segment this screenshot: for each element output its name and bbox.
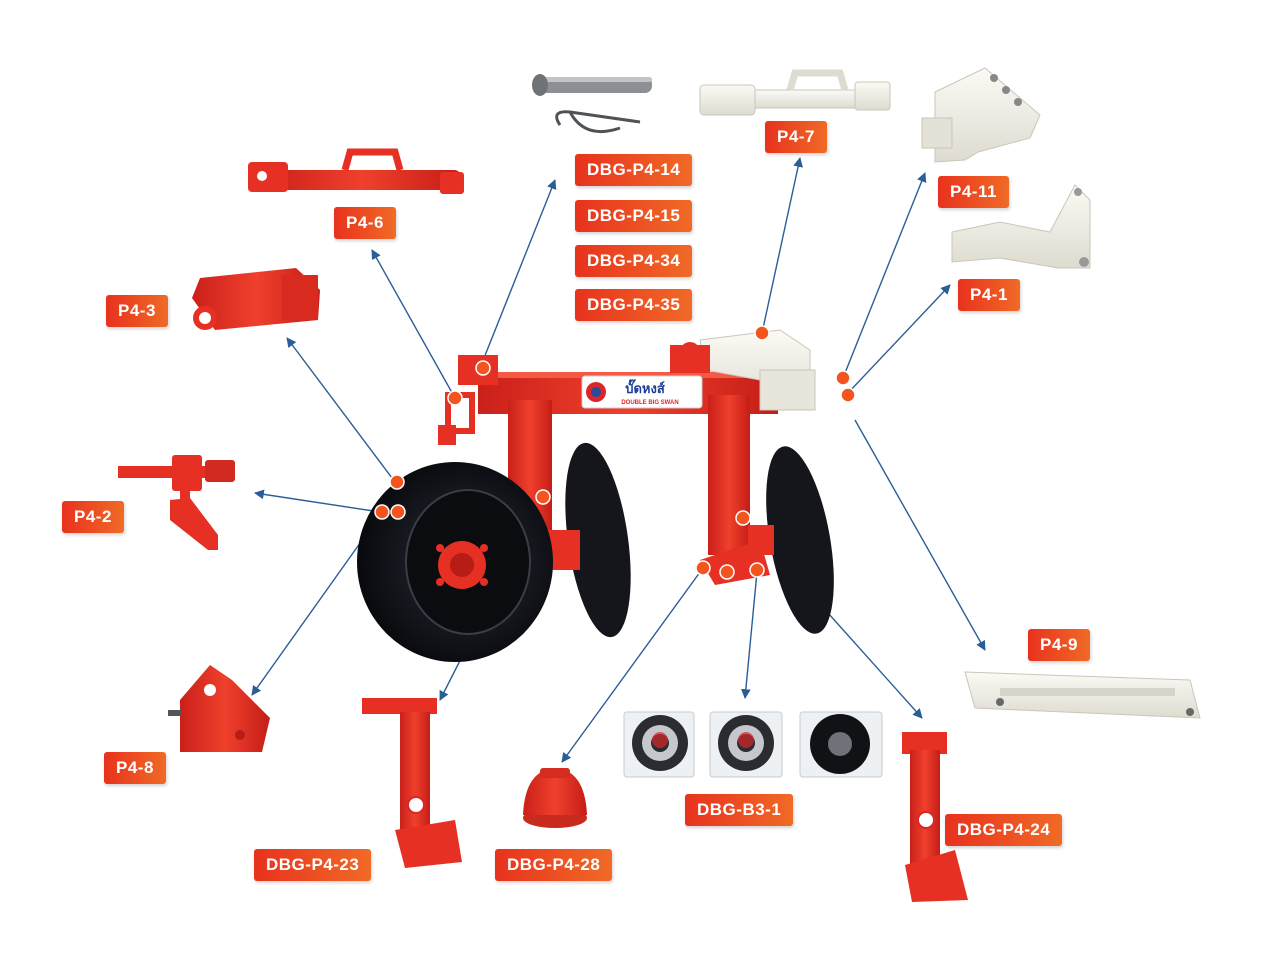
label-p4-1: P4-1 xyxy=(958,279,1020,311)
marker-dot xyxy=(390,504,406,520)
part-p4-8-bracket xyxy=(168,665,270,752)
label-p4-7: P4-7 xyxy=(765,121,827,153)
part-p4-2-scraper xyxy=(118,455,235,550)
part-pin-and-clip xyxy=(532,74,652,133)
label-dbg-b3-1: DBG-B3-1 xyxy=(685,794,794,826)
label-dbg-p4-34: DBG-P4-34 xyxy=(575,245,693,277)
marker-dot xyxy=(389,474,405,490)
part-p4-3-clamp xyxy=(192,268,320,330)
arrow-p4-6 xyxy=(371,249,456,399)
label-dbg-p4-35: DBG-P4-35 xyxy=(575,289,693,321)
arrow-p4-2 xyxy=(254,489,381,513)
label-p4-8: P4-8 xyxy=(104,752,166,784)
label-p4-6: P4-6 xyxy=(334,207,396,239)
arrow-p4-3 xyxy=(286,337,396,483)
label-dbg-p4-24: DBG-P4-24 xyxy=(945,814,1063,846)
marker-dot xyxy=(749,562,765,578)
marker-dot xyxy=(719,564,735,580)
disc-plough-assembly: บั๊ดหงส์ DOUBLE BIG SWAN xyxy=(357,329,834,662)
marker-dot xyxy=(535,489,551,505)
brand-logo-subtext: DOUBLE BIG SWAN xyxy=(621,400,678,406)
part-p4-11-bracket xyxy=(921,67,1041,163)
label-dbg-p4-15: DBG-P4-15 xyxy=(575,200,693,232)
label-p4-2: P4-2 xyxy=(62,501,124,533)
marker-dot xyxy=(835,370,851,386)
arrow-dbg-p4-14 xyxy=(479,179,557,369)
part-dbg-p4-23-standard xyxy=(362,698,462,868)
arrow-p4-11 xyxy=(842,172,927,379)
rear-disc-right xyxy=(766,446,834,634)
label-p4-11: P4-11 xyxy=(938,176,1009,208)
arrow-p4-7 xyxy=(761,157,803,334)
marker-dot xyxy=(840,387,856,403)
brand-logo-text: บั๊ดหงส์ xyxy=(625,379,665,397)
brand-plate: บั๊ดหงส์ DOUBLE BIG SWAN xyxy=(581,375,703,409)
marker-dot xyxy=(475,360,491,376)
arrow-dbg-b3-1 xyxy=(740,571,758,699)
marker-dot xyxy=(735,510,751,526)
label-p4-3: P4-3 xyxy=(106,295,168,327)
part-p4-9-bar xyxy=(964,671,1201,719)
part-dbg-b3-1-bearings xyxy=(623,711,883,778)
part-dbg-p4-24-standard xyxy=(902,732,968,902)
location-markers xyxy=(374,325,856,580)
part-p4-7-link xyxy=(699,69,891,116)
rear-disc-left xyxy=(565,442,631,638)
part-dbg-p4-28-hub-cap xyxy=(523,768,587,828)
label-dbg-p4-28: DBG-P4-28 xyxy=(495,849,613,881)
arrow-p4-1 xyxy=(847,284,951,394)
marker-dot xyxy=(447,390,463,406)
marker-dot xyxy=(374,504,390,520)
label-p4-9: P4-9 xyxy=(1028,629,1090,661)
marker-dot xyxy=(754,325,770,341)
leader-arrows xyxy=(251,157,986,763)
arrow-dbg-p4-28 xyxy=(561,567,704,763)
label-dbg-p4-23: DBG-P4-23 xyxy=(254,849,372,881)
label-dbg-p4-14: DBG-P4-14 xyxy=(575,154,693,186)
arrow-p4-9 xyxy=(854,419,986,651)
marker-dot xyxy=(695,560,711,576)
part-p4-6-top-link xyxy=(248,148,464,194)
part-p4-1-bracket xyxy=(951,184,1091,269)
right-standard xyxy=(708,395,750,555)
